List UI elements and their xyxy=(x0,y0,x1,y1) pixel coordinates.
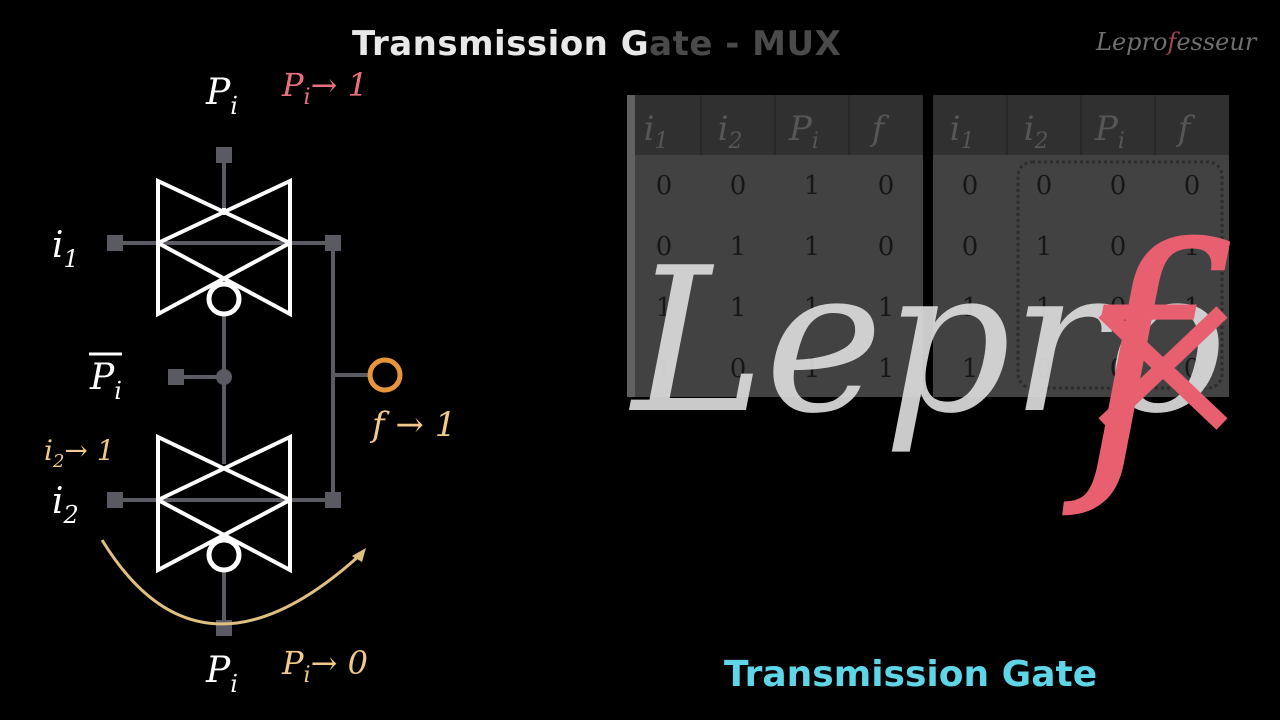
terminal-p-top xyxy=(216,147,232,163)
circuit-wires xyxy=(116,155,372,628)
terminal-i2-out xyxy=(325,492,341,508)
table1-left-edge xyxy=(627,95,635,397)
brand-pre: Lepro xyxy=(1096,28,1168,56)
signal-flow-arrowhead xyxy=(352,548,366,562)
table-header-cell: i1 xyxy=(644,109,669,154)
table1-cells: 0 0 1 0 0 1 1 0 1 1 1 1 1 0 1 1 xyxy=(656,171,895,384)
table2-col-lines xyxy=(1006,95,1156,155)
label-p-top: Pi xyxy=(205,72,238,120)
table-cell: 0 xyxy=(1184,354,1201,384)
table-cell: 1 xyxy=(1184,232,1201,262)
table-cell: 0 xyxy=(878,232,895,262)
table-header-cell: Pi xyxy=(788,109,819,154)
page-title: Transmission Gate - MUX xyxy=(352,24,841,64)
table-header-cell: i1 xyxy=(950,109,975,154)
label-f-value: f → 1 xyxy=(369,405,456,445)
table-header-cell: i2 xyxy=(1024,109,1049,154)
table-cell: 0 xyxy=(962,232,979,262)
table-cell: 1 xyxy=(804,293,821,323)
table-cell: 1 xyxy=(878,293,895,323)
table-cell: 0 xyxy=(878,171,895,201)
table2-highlight-box xyxy=(1016,160,1224,390)
table-header-cell: Pi xyxy=(1094,109,1125,154)
table-cell: 1 xyxy=(804,354,821,384)
watermark-cross-mark xyxy=(1098,306,1228,430)
table-cell: 1 xyxy=(804,232,821,262)
table-cell: 0 xyxy=(962,171,979,201)
table-cell: 1 xyxy=(656,354,673,384)
table-cell: 0 xyxy=(730,171,747,201)
table-cell: 1 xyxy=(730,232,747,262)
gate2-inverter-bubble xyxy=(206,537,242,573)
terminal-p-bar xyxy=(168,369,184,385)
table1-col-lines xyxy=(700,95,850,155)
transmission-gate-2 xyxy=(156,433,292,574)
subtitle: Transmission Gate xyxy=(724,654,1098,695)
label-p-bar: Pi xyxy=(89,357,122,405)
table-cell: 0 xyxy=(656,171,673,201)
brand-accent: f xyxy=(1167,28,1177,56)
table1-body-bg xyxy=(627,155,923,397)
gate1-lower-bowtie xyxy=(156,239,292,318)
table-cell: 0 xyxy=(1110,354,1127,384)
gate1-upper-bowtie xyxy=(156,177,292,247)
table-cell: 1 xyxy=(730,293,747,323)
table-cell: 1 xyxy=(962,354,979,384)
table-cell: 0 xyxy=(1184,171,1201,201)
terminal-i2 xyxy=(107,492,123,508)
leprof-watermark: Lepro f xyxy=(628,187,1234,524)
terminal-i1-out xyxy=(325,235,341,251)
table-cell: 1 xyxy=(1184,293,1201,323)
label-i2-value: i2→ 1 xyxy=(44,434,115,472)
table-cell: 0 xyxy=(1036,354,1053,384)
table-cell: 1 xyxy=(804,171,821,201)
gate2-lower-bowtie xyxy=(156,496,292,574)
table-header-cell: i2 xyxy=(718,109,743,154)
signal-flow-arrow xyxy=(100,539,362,626)
junction-p-bar xyxy=(216,369,232,385)
label-i1: i1 xyxy=(52,225,79,273)
table-cell: 0 xyxy=(1036,171,1053,201)
table-cell: 0 xyxy=(730,354,747,384)
table-cell: 0 xyxy=(656,232,673,262)
table-cell: 1 xyxy=(962,293,979,323)
output-node xyxy=(367,357,403,393)
brand-logo: Leprofesseur xyxy=(1096,28,1256,56)
table-cell: 1 xyxy=(878,354,895,384)
terminal-i1 xyxy=(107,235,123,251)
gate1-inverter-bubble xyxy=(206,281,242,317)
transmission-gate-1 xyxy=(156,177,292,318)
mux-circuit: Pi Pi→ 1 i1 Pi f → 1 i2→ 1 i2 Pi Pi→ 0 xyxy=(44,66,456,698)
label-p-bottom: Pi xyxy=(205,650,238,698)
label-p-bottom-value: Pi→ 0 xyxy=(281,644,368,688)
table-cell: 1 xyxy=(1036,232,1053,262)
gate2-upper-bowtie xyxy=(156,433,292,504)
title-part-bright: Transmission G xyxy=(352,24,650,64)
table-cell: 1 xyxy=(1036,293,1053,323)
label-p-top-value: Pi→ 1 xyxy=(281,66,368,110)
table-cell: 0 xyxy=(1110,171,1127,201)
table-cell: 1 xyxy=(656,293,673,323)
table-cell: 0 xyxy=(1110,232,1127,262)
brand-post: esseur xyxy=(1176,28,1257,56)
title-part-dim: ate - MUX xyxy=(649,24,842,64)
label-i2: i2 xyxy=(52,481,79,529)
circuit-terminals xyxy=(107,147,341,636)
